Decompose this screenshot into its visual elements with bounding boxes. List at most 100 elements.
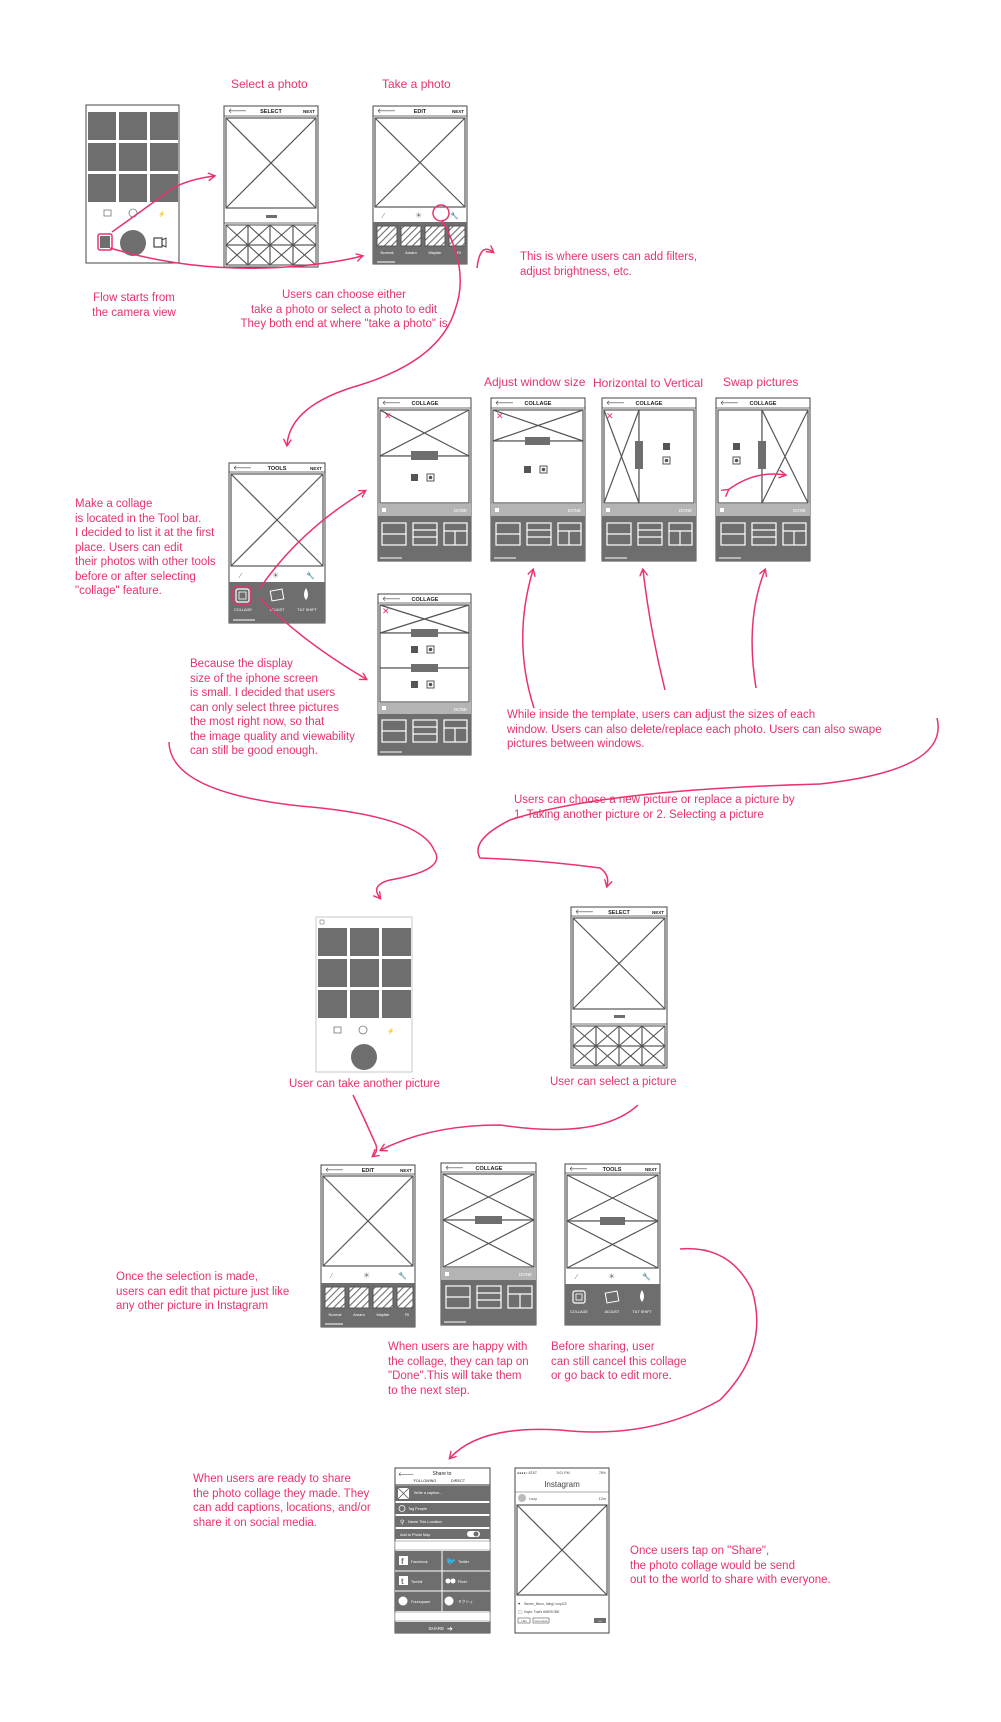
svg-text:⚡: ⚡ — [158, 210, 165, 218]
svg-text:EDIT: EDIT — [414, 109, 427, 115]
svg-text:NEXT: NEXT — [652, 910, 664, 915]
svg-text:✕: ✕ — [606, 411, 614, 421]
annotation-inside-template: While inside the template, users can adj… — [507, 709, 882, 750]
svg-text:☀: ☀ — [415, 211, 422, 220]
svg-text:Twitter: Twitter — [458, 1560, 470, 1564]
svg-text:🡐: 🡐 — [720, 400, 739, 407]
svg-text:Normal: Normal — [381, 250, 394, 255]
svg-text:NEXT: NEXT — [400, 1168, 412, 1173]
svg-text:🔧: 🔧 — [642, 1272, 651, 1281]
annotation-once-share: Once users tap on "Share", the photo col… — [630, 1545, 831, 1586]
svg-text:Mayfair: Mayfair — [376, 1312, 390, 1317]
label-swap: Swap pictures — [723, 375, 799, 389]
svg-text:Name This Location: Name This Location — [408, 1520, 442, 1524]
label-select-photo: Select a photo — [231, 77, 308, 91]
label-horiz-vert: Horizontal to Vertical — [593, 376, 704, 390]
svg-text:COLLAGE: COLLAGE — [412, 597, 439, 603]
annotation-make-collage: Make a collage is located in the Tool ba… — [75, 498, 216, 597]
svg-text:☀: ☀ — [608, 1272, 615, 1281]
camera-view-screen: ⚡ — [85, 104, 180, 264]
svg-text:🡐: 🡐 — [445, 1165, 464, 1172]
svg-text:ADJUST: ADJUST — [270, 608, 285, 612]
svg-text:DIRECT: DIRECT — [451, 1479, 466, 1483]
svg-text:ADJUST: ADJUST — [605, 1310, 620, 1314]
svg-text:ミクシィ: ミクシィ — [458, 1599, 473, 1604]
svg-text:🐦: 🐦 — [446, 1557, 456, 1566]
svg-text:☀: ☀ — [272, 571, 279, 580]
svg-text:EDIT: EDIT — [362, 1168, 375, 1174]
svg-text:DONE: DONE — [568, 508, 581, 513]
collage-swap-screen: 🡐 COLLAGE DONE — [715, 397, 811, 562]
svg-text:🔧: 🔧 — [398, 1271, 407, 1280]
svg-text:🡐: 🡐 — [606, 400, 625, 407]
svg-text:🡐: 🡐 — [495, 400, 514, 407]
svg-text:•••: ••• — [598, 1619, 601, 1623]
tools-screen-1: 🡐 TOOLS NEXT ⁄ ☀ 🔧 COLLAGE ADJUST TILT S… — [228, 462, 326, 624]
svg-text:Add to Photo Map: Add to Photo Map — [400, 1533, 430, 1537]
svg-text:COLLAGE: COLLAGE — [636, 401, 663, 407]
svg-text:Kaylo: That's AWESOME: Kaylo: That's AWESOME — [524, 1610, 560, 1614]
svg-text:Instagram: Instagram — [544, 1480, 580, 1489]
collage-vertical-screen: 🡐 COLLAGE ✕ DONE — [601, 397, 697, 562]
svg-text:COLLAGE: COLLAGE — [234, 608, 252, 612]
svg-text:DONE: DONE — [793, 508, 806, 513]
svg-text:COLLAGE: COLLAGE — [570, 1310, 588, 1314]
annotation-three-pictures: Because the display size of the iphone s… — [190, 658, 355, 757]
annotation-selection-made: Once the selection is made, users can ed… — [116, 1271, 290, 1312]
svg-text:Normal: Normal — [329, 1312, 342, 1317]
collage-adjust-screen: 🡐 COLLAGE ✕ DONE — [490, 397, 586, 562]
svg-text:Tumblr: Tumblr — [411, 1580, 423, 1584]
svg-text:SELECT: SELECT — [608, 910, 630, 916]
annotation-new-picture: Users can choose a new picture or replac… — [514, 794, 795, 821]
svg-text:✕: ✕ — [384, 411, 392, 421]
svg-text:COLLAGE: COLLAGE — [412, 401, 439, 407]
svg-text:Flickr: Flickr — [458, 1580, 468, 1584]
instagram-feed-screen: ●●●●○ AT&T 3:01 PM 78% Instagram Lucy 12… — [514, 1467, 610, 1634]
svg-text:⁄: ⁄ — [381, 213, 386, 220]
svg-text:⚲: ⚲ — [400, 1519, 404, 1526]
svg-text:DONE: DONE — [679, 508, 692, 513]
svg-text:DONE: DONE — [454, 707, 467, 712]
svg-text:t: t — [401, 1577, 404, 1586]
annotation-ready-share: When users are ready to share the photo … — [193, 1473, 371, 1529]
svg-text:Facebook: Facebook — [411, 1560, 428, 1564]
svg-text:SHARE: SHARE — [428, 1626, 444, 1631]
collage-screen-two: 🡐 COLLAGE ✕ DONE — [377, 397, 472, 562]
annotation-take-another: User can take another picture — [289, 1078, 440, 1090]
svg-text:🡐: 🡐 — [382, 400, 401, 407]
collage-screen-final: 🡐 COLLAGE DONE — [440, 1162, 537, 1326]
svg-text:Write a caption...: Write a caption... — [414, 1491, 442, 1495]
svg-text:Ri: Ri — [405, 1312, 409, 1317]
svg-text:✕: ✕ — [382, 606, 390, 616]
annotation-flow-start: Flow starts from the camera view — [92, 292, 176, 319]
svg-text:NEXT: NEXT — [452, 109, 464, 114]
svg-text:12m: 12m — [599, 1497, 606, 1501]
camera-view-screen-2: ⚡ — [315, 916, 413, 1073]
svg-text:78%: 78% — [599, 1471, 606, 1475]
annotation-filters: This is where users can add filters, adj… — [520, 251, 698, 278]
svg-text:Like: Like — [521, 1619, 527, 1623]
label-adjust-window: Adjust window size — [484, 375, 586, 389]
svg-text:TOOLS: TOOLS — [603, 1167, 622, 1173]
svg-text:Amaro: Amaro — [405, 250, 418, 255]
svg-text:DONE: DONE — [519, 1272, 532, 1277]
svg-text:TILT SHIFT: TILT SHIFT — [632, 1310, 652, 1314]
svg-text:NEXT: NEXT — [645, 1167, 657, 1172]
svg-text:🡐: 🡐 — [233, 465, 252, 472]
svg-text:f: f — [401, 1557, 404, 1566]
screen-title: SELECT — [260, 109, 282, 115]
svg-text:🡐: 🡐 — [377, 108, 396, 115]
edit-screen-1: 🡐 EDIT NEXT ⁄ ☀ 🔧 Normal Amaro Mayfair R… — [372, 105, 468, 265]
svg-text:DONE: DONE — [454, 508, 467, 513]
svg-text:FOLLOWING: FOLLOWING — [414, 1479, 437, 1483]
svg-text:NEXT: NEXT — [310, 466, 322, 471]
svg-text:✕: ✕ — [496, 411, 504, 421]
next-label: NEXT — [303, 109, 315, 114]
svg-text:⚡: ⚡ — [387, 1027, 394, 1035]
svg-text:🡐: 🡐 — [575, 909, 594, 916]
svg-text:Steven_Moon, Jiahgi, lucy423: Steven_Moon, Jiahgi, lucy423 — [524, 1602, 567, 1606]
annotation-select-picture: User can select a picture — [550, 1076, 677, 1088]
svg-text:☀: ☀ — [363, 1271, 370, 1280]
svg-text:Comment: Comment — [534, 1619, 547, 1623]
